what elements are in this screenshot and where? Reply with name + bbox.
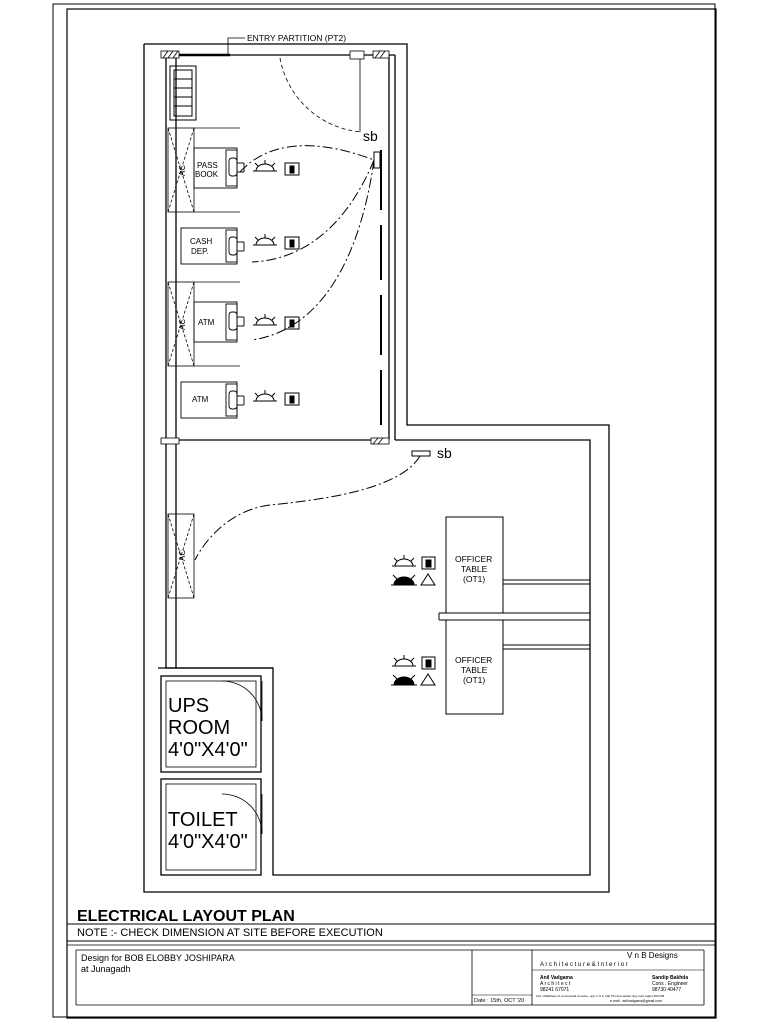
officer-tables — [438, 516, 590, 715]
toilet-label-1: TOILET — [168, 809, 238, 831]
firm-name: V n B Designs — [627, 951, 678, 960]
ac-unit — [167, 513, 195, 599]
switch-board — [373, 151, 431, 457]
passbook-label-2: BOOK — [195, 170, 219, 179]
atm-label-1: ATM — [198, 318, 215, 327]
ups-label-2: ROOM — [168, 717, 230, 739]
architect-name: Anil Vadgama — [540, 975, 573, 981]
firm-address: 212, Vallabhanu 9 commercial complex, op… — [536, 994, 665, 998]
engineer-phone: 98730 40477 — [652, 987, 681, 993]
ac-label-3: AC — [178, 550, 187, 561]
officer-light-symbols — [391, 555, 436, 686]
ups-label-1: UPS — [168, 695, 209, 717]
atm-kiosk — [193, 301, 245, 343]
entry-partition-label: ENTRY PARTITION (PT2) — [247, 33, 346, 43]
officer-label-1b: TABLE — [461, 564, 488, 574]
officer-label-1a: OFFICER — [455, 554, 492, 564]
cash-label-1: CASH — [190, 237, 212, 246]
atm-kiosk — [180, 381, 245, 419]
officer-label-1c: (OT1) — [463, 574, 485, 584]
design-location: at Junagadh — [81, 964, 131, 974]
kiosk-separators — [194, 127, 240, 367]
sheet-outer-border — [52, 3, 716, 1018]
wiring — [194, 145, 421, 561]
engineer-name: Sandip Bakhda — [652, 975, 688, 981]
drawing-date: Date : 15th, OCT '20 — [474, 998, 524, 1004]
entry-partition — [179, 37, 365, 133]
drawing-title: ELECTRICAL LAYOUT PLAN — [77, 908, 295, 925]
toilet-room — [160, 778, 263, 876]
officer-label-2c: (OT1) — [463, 675, 485, 685]
firm-subtitle: A r c h i t e c t u r e & I n t e r i o … — [540, 962, 628, 968]
column-hatches — [160, 50, 390, 445]
light-switch-symbols — [253, 160, 300, 406]
architect-phone: 98241 67071 — [540, 987, 569, 993]
toilet-label-2: 4'0"X4'0" — [168, 831, 248, 853]
sb-label-1: sb — [363, 128, 378, 144]
ups-room — [158, 667, 273, 773]
sb-label-2: sb — [437, 445, 452, 461]
drawing-note: NOTE :- CHECK DIMENSION AT SITE BEFORE E… — [77, 927, 383, 939]
sheet-border — [66, 8, 717, 1019]
officer-label-2a: OFFICER — [455, 655, 492, 665]
ac-label-2: AC — [178, 319, 187, 330]
atm-label-2: ATM — [192, 395, 209, 404]
passbook-label-1: PASS — [197, 161, 218, 170]
ac-label-1: AC — [178, 165, 187, 176]
architect-role: A r c h i t e c t — [540, 981, 571, 987]
building-walls — [143, 43, 610, 893]
design-for: Design for BOB ELOBBY JOSHIPARA — [81, 953, 235, 963]
engineer-role: Cons . Engineer — [652, 981, 688, 987]
firm-email: e-mail : anilvadgama@gmail.com — [610, 999, 662, 1003]
officer-label-2b: TABLE — [461, 665, 488, 675]
cash-label-2: DEP. — [191, 247, 209, 256]
staircase — [169, 65, 197, 121]
ups-label-3: 4'0"X4'0" — [168, 739, 248, 761]
cash-deposit-kiosk — [180, 227, 245, 265]
